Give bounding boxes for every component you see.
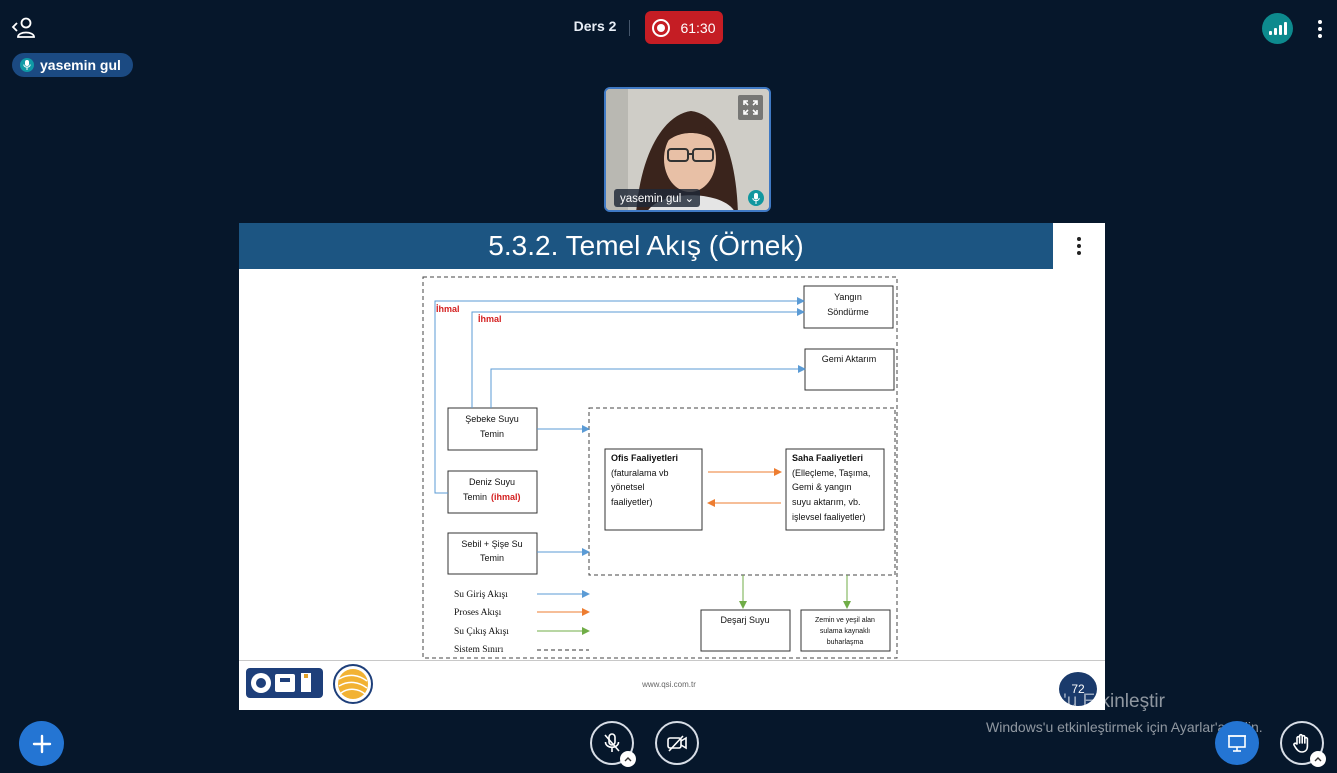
legend-boundary-label: Sistem Sınırı [454,645,504,655]
qsi-logo [246,664,373,704]
legend-outflow-label: Su Çıkış Akışı [454,627,509,637]
desarj-label: Deşarj Suyu [720,615,769,625]
ofis-text: yönetsel [611,482,645,492]
sebeke-box [447,407,538,451]
microphone-icon [20,58,34,72]
camera-off-icon [667,735,687,752]
ofis-text: faaliyetler) [611,497,653,507]
plus-icon [32,734,51,753]
sebeke-label: Temin [480,429,504,439]
zemin-label: buharlaşma [827,639,864,646]
activity-boundary [588,407,896,576]
saha-text: (Elleçleme, Taşıma, [792,468,870,478]
microphone-muted-icon [604,733,620,752]
legend-inflow-label: Su Giriş Akışı [454,590,508,600]
deniz-box [447,470,538,514]
participants-button[interactable] [10,14,38,42]
microphone-icon [748,190,764,206]
ihmal-label: İhmal [436,304,460,314]
deniz-ihmal-label: (ihmal) [491,492,521,502]
chevron-up-icon [624,757,632,762]
presentation-icon [1228,735,1246,752]
sebeke-to-gemi-arrow [490,365,806,408]
sebeke-label: Şebeke Suyu [465,414,519,424]
recording-timer: 61:30 [680,19,716,36]
saha-box [785,448,885,531]
saha-text: suyu aktarım, vb. [792,497,861,507]
mute-microphone-button[interactable] [590,721,636,767]
ofis-box [604,448,703,531]
water-flow-diagram: İhmal İhmal Yangın Söndürme Gemi Aktarım… [246,276,898,704]
slide-title: 5.3.2. Temel Akış (Örnek) [239,223,1053,269]
activation-watermark-title: Windows'u Etkinleştir [986,691,1165,712]
actions-button[interactable] [19,721,64,766]
options-menu-button[interactable] [1310,16,1330,42]
system-boundary [422,276,898,659]
sebil-label: Temin [480,553,504,563]
sebil-label: Sebil + Şişe Su [461,539,522,549]
deniz-label: Temin [463,492,487,502]
header-divider [629,20,630,36]
saha-text: Gemi & yangın [792,482,852,492]
toggle-camera-button[interactable] [655,721,699,765]
slide-page-number: 72 [1059,672,1097,706]
gemi-label: Gemi Aktarım [822,354,877,364]
participants-icon [11,17,35,38]
sebil-box [447,532,538,575]
connection-status-button[interactable] [1262,13,1293,44]
sebeke-to-yangin-arrow [471,308,805,408]
activation-watermark-text: Windows'u etkinleştirmek için Ayarlar'a … [986,719,1263,735]
hand-options-caret[interactable] [1310,751,1326,767]
ihmal-label: İhmal [478,314,502,324]
hand-icon [1293,733,1309,753]
yangin-box [803,285,894,329]
zemin-label: Zemin ve yeşil alan [815,617,875,624]
active-speaker-name: yasemin gul [40,57,121,73]
microphone-options-caret[interactable] [620,751,636,767]
saha-text: işlevsel faaliyetler) [792,512,866,522]
shared-presentation-slide: 5.3.2. Temel Akış (Örnek) [239,223,1105,710]
slide-options-button[interactable] [1053,223,1105,269]
legend-process-label: Proses Akışı [454,608,502,618]
recording-button[interactable]: 61:30 [645,11,723,44]
meeting-title: Ders 2 [573,18,617,34]
ofis-text: (faturalama vb [611,468,669,478]
slide-footer-divider [239,660,1105,661]
signal-icon [1268,31,1272,35]
raise-hand-button[interactable] [1280,721,1326,767]
ofis-title: Ofis Faaliyetleri [611,453,678,463]
fullscreen-button[interactable] [738,95,763,120]
yangin-label: Yangın [834,292,862,302]
expand-icon [743,100,758,115]
deniz-to-yangin-arrow [434,297,805,494]
active-speaker-pill[interactable]: yasemin gul [12,53,133,77]
webcam-video-tile[interactable]: yasemin gul ⌄ [604,87,771,212]
zemin-label: sulama kaynaklı [820,628,870,635]
record-icon [652,18,671,37]
yangin-label: Söndürme [827,307,869,317]
deniz-label: Deniz Suyu [469,477,515,487]
saha-title: Saha Faaliyetleri [792,453,863,463]
video-participant-name[interactable]: yasemin gul ⌄ [614,189,701,207]
share-screen-button[interactable] [1215,721,1259,765]
desarj-box [700,609,791,652]
slide-footer-url: www.qsi.com.tr [642,680,696,689]
chevron-up-icon [1314,757,1322,762]
zemin-box [800,609,891,652]
